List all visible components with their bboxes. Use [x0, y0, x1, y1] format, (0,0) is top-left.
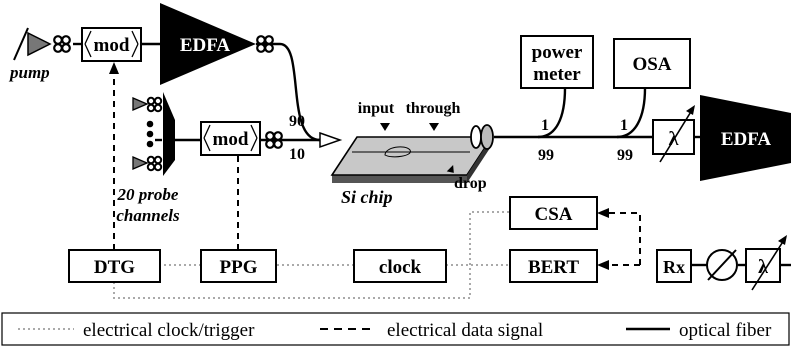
csa-label: CSA [534, 204, 572, 225]
tap2-ratio-1: 1 [620, 117, 628, 134]
optical-fibers [73, 42, 791, 267]
data-signal-lines [113, 70, 641, 266]
tap1-ratio-1: 1 [541, 117, 549, 134]
edfa-right-label: EDFA [721, 129, 772, 150]
drop-port-arrow-icon [446, 165, 454, 173]
tap2-ratio-99: 99 [617, 147, 633, 164]
dtg-box: DTG [68, 249, 161, 283]
dtg-label: DTG [94, 257, 135, 278]
polarization-controller-icon [256, 35, 274, 53]
input-port-label: input [358, 100, 395, 117]
tunable-filter-bottom: λ [745, 235, 787, 291]
legend-fiber-label: optical fiber [679, 320, 772, 341]
through-port-arrow-icon [429, 123, 439, 131]
coupler-ratio-10: 10 [289, 146, 305, 163]
bert-label: BERT [528, 257, 579, 278]
bert-box: BERT [509, 249, 598, 283]
modulator-top: mod [81, 27, 142, 62]
multiplexer-icon [163, 92, 175, 176]
lens-icon [470, 124, 494, 150]
edfa-right: EDFA [700, 95, 791, 181]
legend-clock-label: electrical clock/trigger [83, 320, 255, 341]
si-chip-label: Si chip [341, 187, 393, 207]
legend-data-label: electrical data signal [387, 320, 543, 341]
tunable-filter-top: λ [652, 105, 695, 163]
power-meter-label-2: meter [533, 64, 581, 85]
input-port-arrow-icon [380, 123, 390, 131]
osa: OSA [613, 38, 691, 89]
pump-label: pump [8, 63, 50, 82]
polarization-controller-icon [53, 35, 71, 53]
through-port-label: through [406, 100, 461, 117]
csa-box: CSA [509, 196, 598, 230]
osa-label: OSA [632, 54, 671, 75]
ppg-label: PPG [220, 257, 258, 278]
edfa-left: EDFA [160, 3, 256, 85]
ppg-box: PPG [200, 249, 277, 283]
drop-port-label: drop [454, 175, 487, 192]
probe-channels-label-2: channels [116, 206, 180, 225]
rx-box: Rx [656, 249, 692, 283]
power-meter: power meter [520, 35, 594, 89]
coupler-ratio-90: 90 [289, 113, 305, 130]
pump-laser-icon [27, 31, 52, 57]
tap1-ratio-99: 99 [538, 147, 554, 164]
clock-trigger-lines [113, 211, 510, 299]
modulator-middle-label: mod [213, 129, 249, 150]
probe-laser-array [132, 92, 175, 176]
rx-label: Rx [663, 257, 685, 277]
pump-arrow-icon [13, 27, 29, 61]
polarization-controller-icon [265, 131, 283, 149]
input-coupler-icon [319, 131, 343, 149]
modulator-middle: mod [200, 121, 261, 156]
clock-box: clock [353, 249, 447, 283]
edfa-left-label: EDFA [180, 35, 231, 56]
power-meter-label-1: power [532, 42, 583, 63]
legend: electrical clock/trigger electrical data… [1, 312, 790, 346]
tunable-filter-bottom-label: λ [758, 256, 768, 278]
probe-channels-label-1: 20 probe [117, 185, 179, 204]
modulator-top-label: mod [94, 35, 130, 56]
clock-label: clock [379, 257, 422, 278]
attenuator-icon [706, 249, 738, 281]
